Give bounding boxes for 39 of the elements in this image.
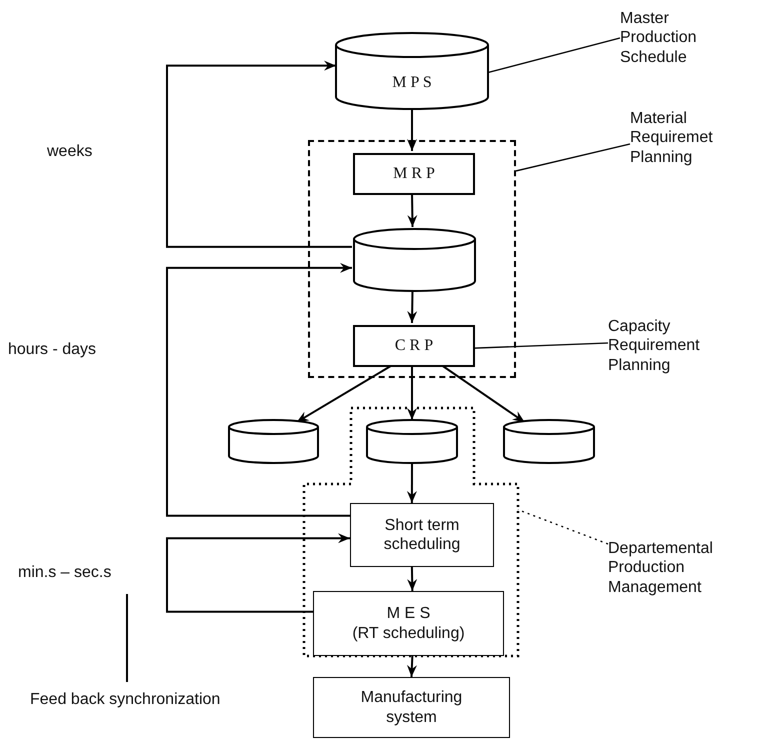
annotation-text: Feed back synchronization	[30, 691, 220, 709]
database-cylinder	[354, 229, 475, 291]
database-cylinder	[367, 420, 457, 463]
annotation-text: weeks	[47, 143, 92, 161]
node-label: M E S	[386, 604, 430, 624]
dotted-boundary	[304, 408, 518, 656]
node-label: C R P	[394, 336, 434, 356]
arrow	[407, 566, 418, 592]
process-box	[313, 591, 504, 656]
node-label: M R P	[393, 164, 435, 184]
arrow	[407, 109, 417, 151]
node-label: Short term scheduling	[382, 516, 462, 554]
arrow	[407, 365, 417, 420]
database-cylinder	[229, 420, 318, 463]
node-label: Departemental Production Management	[608, 539, 714, 597]
node-label: Manufacturing system	[360, 688, 464, 727]
arrow	[406, 463, 417, 503]
arrow	[407, 192, 418, 228]
dashed-boundary	[308, 140, 516, 378]
feedback-arrow	[166, 262, 352, 517]
annotation-text: min.s – sec.s	[18, 564, 112, 582]
node-label: Material Requiremet Planning	[630, 109, 714, 167]
database-cylinder	[336, 33, 488, 109]
leader-line	[516, 143, 630, 172]
database-cylinder	[504, 420, 594, 463]
feedback-arrow	[166, 533, 350, 613]
leader-line	[518, 509, 608, 545]
leader-line	[488, 37, 620, 74]
feedback-arrow	[166, 60, 352, 248]
node-label: Capacity Requirement Planning	[608, 317, 701, 375]
annotation-text: hours - days	[8, 341, 96, 359]
process-box	[353, 325, 475, 367]
node-label: M P S	[392, 73, 432, 93]
process-box	[353, 153, 475, 195]
arrow	[406, 656, 417, 678]
process-box	[350, 503, 494, 567]
node-label: Master Production Schedule	[620, 9, 698, 67]
node-label: (RT scheduling)	[352, 624, 465, 643]
process-box	[313, 677, 510, 738]
